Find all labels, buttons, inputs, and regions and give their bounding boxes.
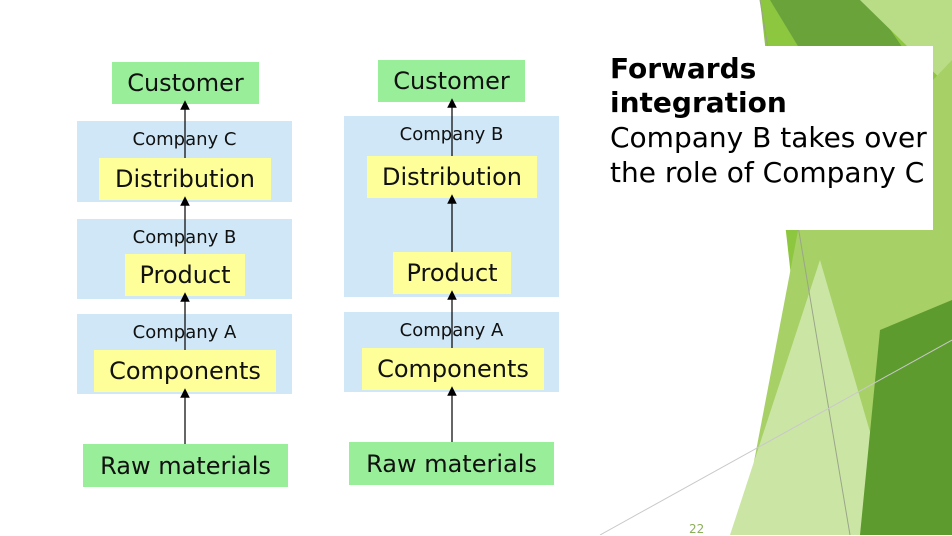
product-box-right: Product bbox=[393, 252, 511, 294]
distribution-box-right: Distribution bbox=[367, 156, 537, 198]
customer-box-right: Customer bbox=[378, 60, 525, 102]
caption-panel: Forwards integration Company B takes ove… bbox=[600, 46, 933, 230]
components-box-left: Components bbox=[94, 350, 276, 392]
slide-number: 22 bbox=[689, 522, 705, 536]
raw-materials-box-right: Raw materials bbox=[349, 442, 554, 485]
caption-body: Company B takes over the role of Company… bbox=[610, 121, 927, 189]
distribution-box-left: Distribution bbox=[99, 158, 271, 200]
raw-materials-box-left: Raw materials bbox=[83, 444, 288, 487]
caption-title: Forwards integration bbox=[610, 52, 787, 119]
components-box-right: Components bbox=[362, 348, 544, 390]
customer-box-left: Customer bbox=[112, 62, 259, 104]
product-box-left: Product bbox=[125, 254, 245, 296]
